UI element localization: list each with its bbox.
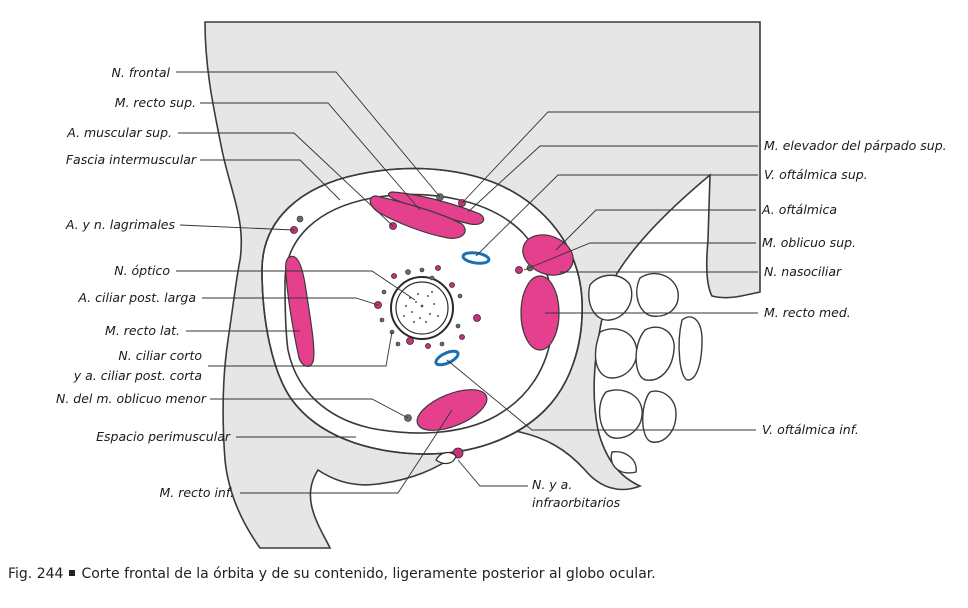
- label-a-oftalmica: A. oftálmica: [761, 202, 837, 217]
- label-n-ciliar-corto-1: N. ciliar corto: [118, 348, 202, 363]
- optic-nerve: [390, 276, 454, 340]
- label-m-elevador: M. elevador del párpado sup.: [764, 138, 947, 153]
- caption-number: Fig. 244: [8, 566, 64, 582]
- label-n-a-infraorbitarios-2: infraorbitarios: [532, 495, 621, 510]
- ethmoid-cells: [588, 273, 703, 474]
- infraorbital-canal: [435, 451, 457, 465]
- small-vessels: [290, 199, 523, 459]
- label-m-recto-inf: M. recto inf.: [159, 485, 234, 500]
- label-n-ciliar-corto-2: y a. ciliar post. corta: [73, 368, 202, 383]
- label-m-oblicuo-sup: M. oblicuo sup.: [762, 235, 856, 250]
- label-m-recto-med: M. recto med.: [764, 305, 851, 320]
- caption-text: Corte frontal de la órbita y de su conte…: [81, 566, 656, 582]
- label-espacio-perimuscular: Espacio perimuscular: [96, 429, 231, 444]
- figure-caption: Fig. 244 Corte frontal de la órbita y de …: [8, 566, 656, 582]
- periorbita: [261, 167, 583, 455]
- label-m-recto-lat: M. recto lat.: [105, 323, 180, 338]
- label-a-ciliar-post-larga: A. ciliar post. larga: [77, 290, 196, 305]
- m-recto-lat: [285, 255, 315, 367]
- label-n-nasociliar: N. nasociliar: [764, 264, 842, 279]
- m-elevador-parpado: [387, 191, 485, 225]
- muscles: [285, 191, 574, 431]
- v-oftalmica-sup: [461, 251, 491, 265]
- label-v-oftalmica-sup: V. oftálmica sup.: [764, 167, 868, 182]
- label-n-optico: N. óptico: [114, 263, 170, 278]
- label-n-a-infraorbitarios-1: N. y a.: [532, 477, 572, 492]
- v-oftalmica-inf: [434, 349, 460, 367]
- label-fascia-intermuscular: Fascia intermuscular: [66, 152, 197, 167]
- small-nerves: [296, 193, 534, 422]
- label-n-m-oblicuo-menor: N. del m. oblicuo menor: [56, 391, 207, 406]
- label-a-muscular-sup: A. muscular sup.: [66, 125, 172, 140]
- label-v-oftalmica-inf: V. oftálmica inf.: [762, 422, 859, 437]
- label-m-recto-sup: M. recto sup.: [115, 95, 196, 110]
- label-a-n-lagrimales: A. y n. lagrimales: [65, 217, 176, 232]
- leader-lines: [176, 71, 760, 494]
- caption-bullet: [69, 570, 76, 576]
- label-n-frontal: N. frontal: [112, 65, 171, 80]
